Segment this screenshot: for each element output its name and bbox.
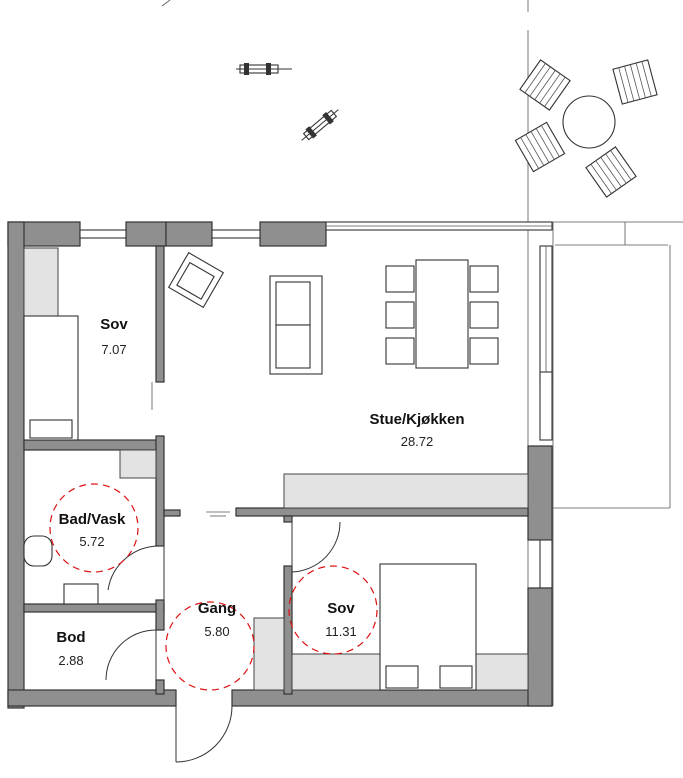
bicycle-icon — [301, 109, 339, 141]
room-area-sov-1: 7.07 — [101, 342, 126, 357]
room-area-stue-kjokken: 28.72 — [401, 434, 434, 449]
room-name-stue-kjokken: Stue/Kjøkken — [369, 411, 464, 428]
armchair-icon — [167, 251, 225, 309]
toilet-icon — [23, 535, 53, 567]
washing-machine-icon — [119, 449, 157, 479]
patio-table-icon — [514, 59, 658, 198]
doors — [105, 511, 341, 763]
kitchen-counter — [283, 473, 529, 509]
room-name-sov-2: Sov — [327, 600, 355, 617]
turning-circles — [49, 483, 378, 691]
room-name-sov-1: Sov — [100, 316, 128, 333]
room-name-bod: Bod — [56, 629, 85, 646]
closet — [253, 617, 285, 691]
room-area-gang: 5.80 — [204, 624, 229, 639]
fixtures — [23, 247, 529, 691]
walls — [7, 221, 553, 709]
sink-icon — [63, 583, 99, 605]
room-area-bod: 2.88 — [58, 653, 83, 668]
bicycle-icon — [236, 63, 292, 75]
room-area-bad-vask: 5.72 — [79, 534, 104, 549]
bed-icon — [23, 315, 79, 441]
wardrobe — [23, 247, 59, 317]
room-name-gang: Gang — [198, 600, 236, 617]
sofa-icon — [269, 275, 323, 375]
room-name-bad-vask: Bad/Vask — [59, 511, 126, 528]
room-area-sov-2: 11.31 — [325, 624, 357, 639]
room-labels: Sov 7.07 Stue/Kjøkken 28.72 Bad/Vask 5.7… — [56, 316, 464, 668]
dining-table-icon — [385, 259, 499, 369]
